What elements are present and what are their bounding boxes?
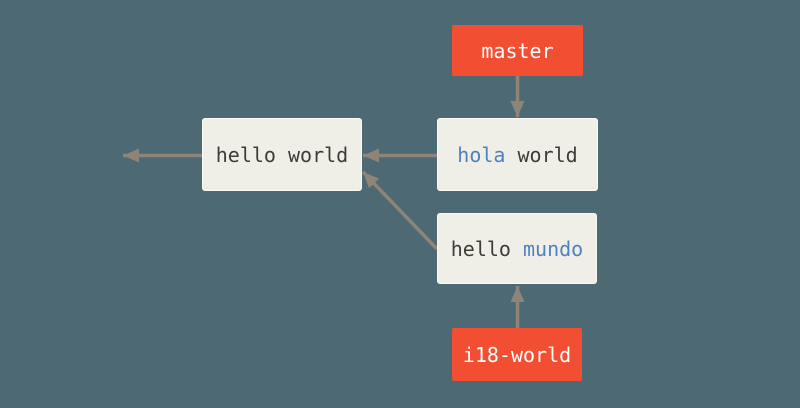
branch-label-i18-world: i18-world <box>452 328 582 381</box>
arrow-hello-mundo-to-hello-world <box>361 170 439 251</box>
commit-box-hola-world: hola world <box>437 118 598 191</box>
commit-text-hola-highlight: hola <box>457 142 506 167</box>
branch-label-i18-world-text: i18-world <box>462 342 572 367</box>
commit-box-hello-mundo: hello mundo <box>437 213 597 284</box>
branch-label-master-text: master <box>481 38 554 63</box>
commit-text-hola-world-plain: world <box>505 142 578 167</box>
branch-label-master: master <box>452 25 583 76</box>
commit-text-hello-world: hello world <box>215 142 349 167</box>
commit-box-hello-world: hello world <box>202 118 362 191</box>
commit-text-mundo-highlight: mundo <box>523 236 584 261</box>
commit-text-hello-mundo-plain: hello <box>450 236 524 261</box>
